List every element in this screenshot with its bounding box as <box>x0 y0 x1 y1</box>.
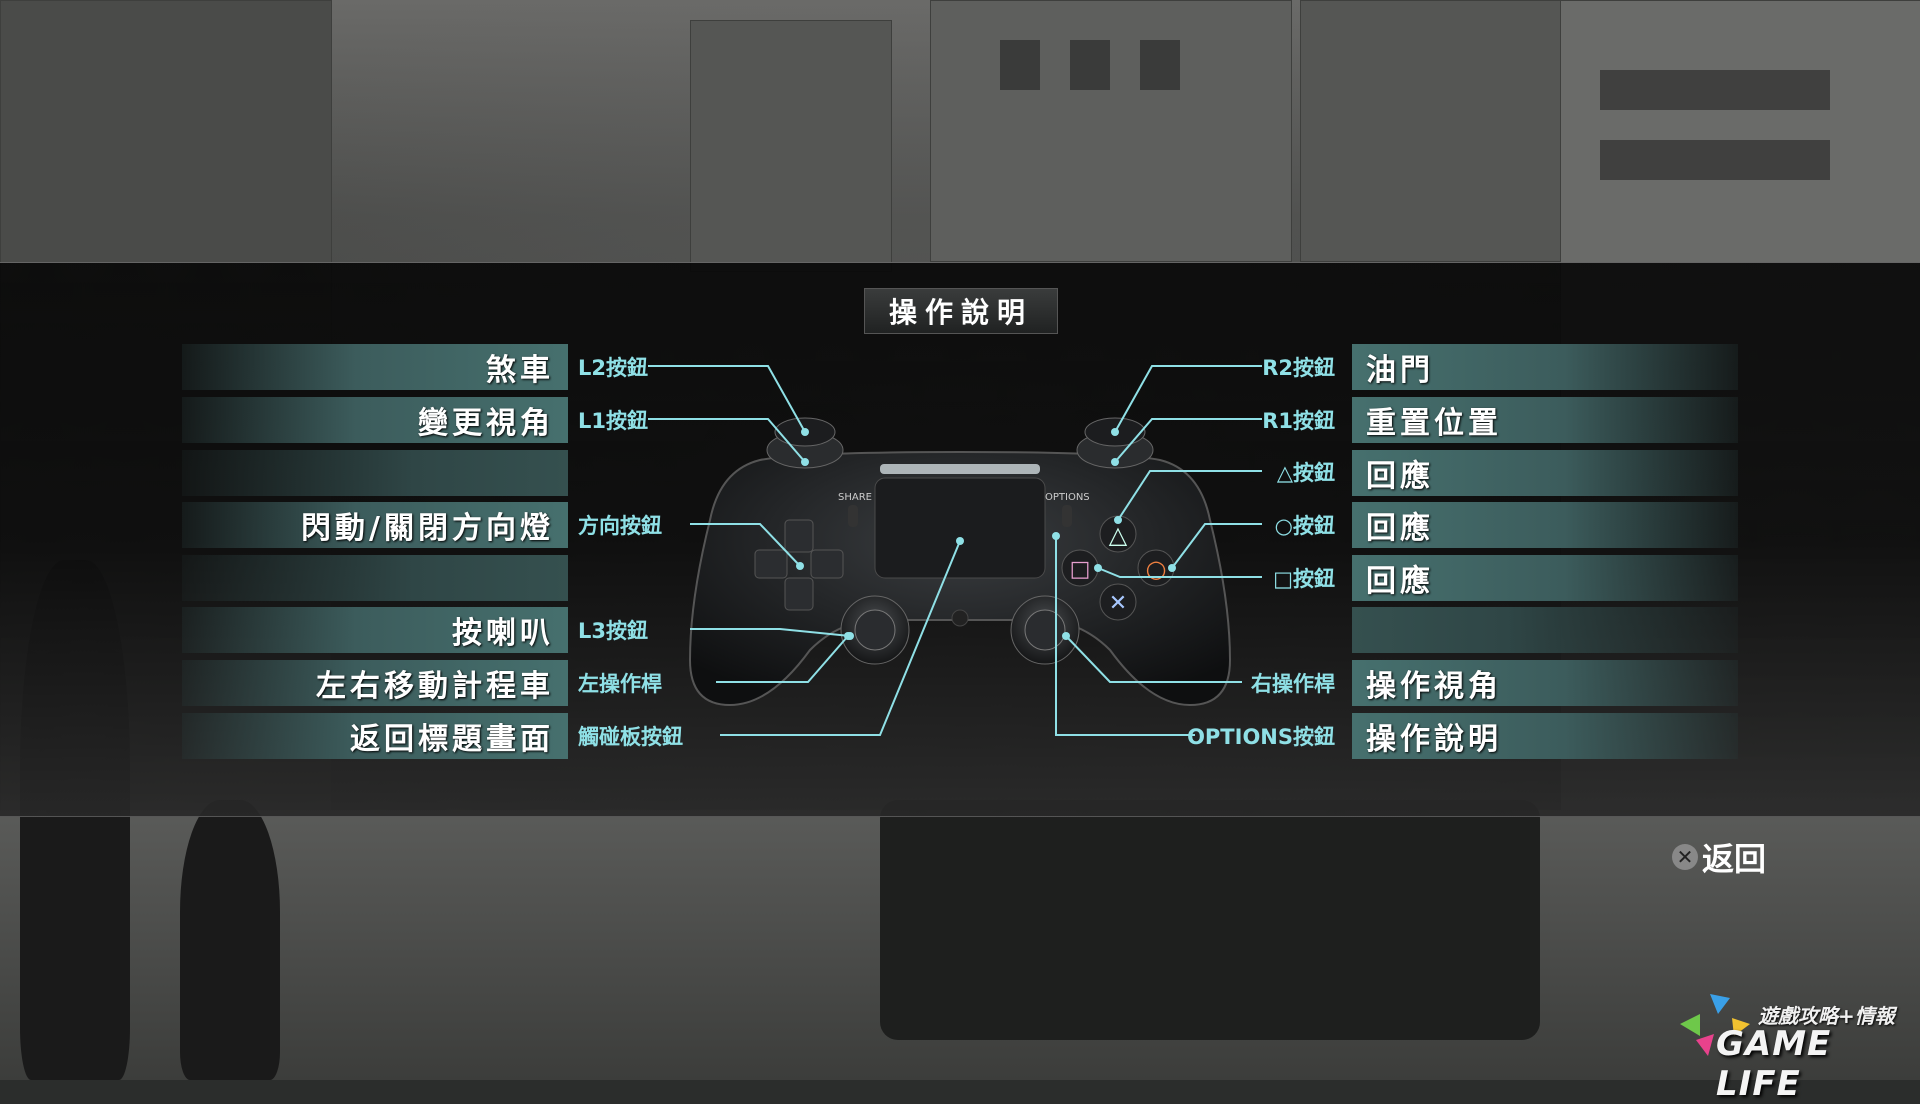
window <box>1140 40 1180 90</box>
window <box>1600 140 1830 180</box>
watermark-brand: GAME LIFE <box>1716 1024 1832 1104</box>
right-row-camera-control: 操作視角 <box>1352 660 1738 706</box>
triangle-label: △按鈕 <box>1276 461 1335 485</box>
back-button[interactable]: ✕ 返回 <box>1672 835 1766 879</box>
right-row-respond-circle: 回應 <box>1352 502 1738 548</box>
dpad-label: 方向按鈕 <box>578 514 662 538</box>
right-row-reset: 重置位置 <box>1352 397 1738 443</box>
touchpad-label: 觸碰板按鈕 <box>578 725 683 749</box>
taxi-car <box>880 800 1540 1040</box>
right-row-respond-triangle: 回應 <box>1352 450 1738 496</box>
right-row-throttle: 油門 <box>1352 344 1738 390</box>
l3-label: L3按鈕 <box>578 619 648 643</box>
window <box>1070 40 1110 90</box>
window <box>1000 40 1040 90</box>
left-row-return-title: 返回標題畫面 <box>182 713 568 759</box>
left-row-horn: 按喇叭 <box>182 607 568 653</box>
pedestrian <box>180 800 280 1080</box>
right-row-empty <box>1352 607 1738 653</box>
left-row-camera: 變更視角 <box>182 397 568 443</box>
window <box>1600 70 1830 110</box>
left-row-brake: 煞車 <box>182 344 568 390</box>
right-stick-label: 右操作桿 <box>1251 672 1335 696</box>
square-label: □按鈕 <box>1273 567 1335 591</box>
options-label: OPTIONS按鈕 <box>1187 725 1335 749</box>
panel-title: 操作說明 <box>864 288 1058 334</box>
watermark-logo: 遊戲攻略+情報 GAME LIFE <box>1662 976 1912 1104</box>
left-row-empty <box>182 555 568 601</box>
logo-mark-icon <box>1680 994 1750 1056</box>
r2-label: R2按鈕 <box>1262 356 1335 380</box>
building <box>690 20 892 272</box>
cross-button-icon: ✕ <box>1672 844 1698 870</box>
left-row-empty <box>182 450 568 496</box>
right-row-help: 操作說明 <box>1352 713 1738 759</box>
r1-label: R1按鈕 <box>1262 409 1335 433</box>
watermark-tagline: 遊戲攻略+情報 <box>1758 1004 1895 1028</box>
right-row-respond-square: 回應 <box>1352 555 1738 601</box>
l1-label: L1按鈕 <box>578 409 648 433</box>
building <box>930 0 1292 262</box>
back-label: 返回 <box>1702 840 1767 878</box>
left-row-turn-signal: 閃動/關閉方向燈 <box>182 502 568 548</box>
left-stick-label: 左操作桿 <box>578 672 662 696</box>
circle-label: ○按鈕 <box>1274 514 1335 538</box>
left-row-steer: 左右移動計程車 <box>182 660 568 706</box>
building <box>1300 0 1562 262</box>
l2-label: L2按鈕 <box>578 356 648 380</box>
